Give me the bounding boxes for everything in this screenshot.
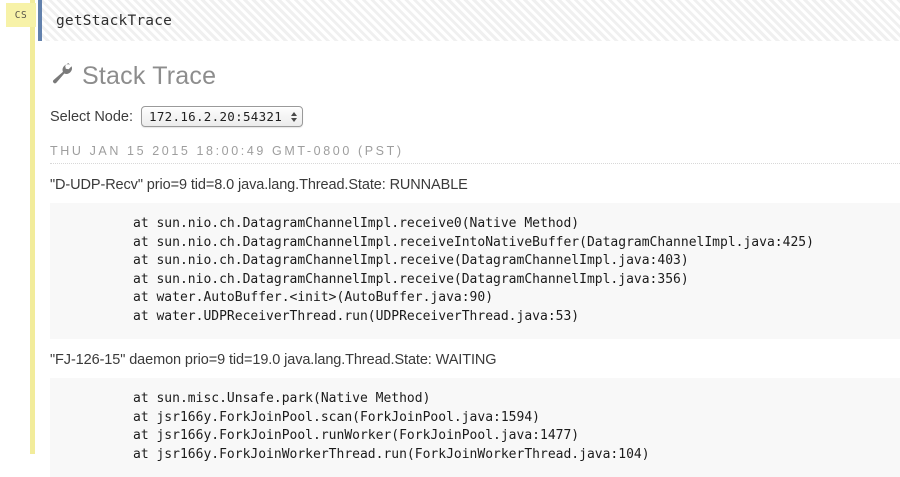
- cell-input-row[interactable]: getStackTrace: [38, 0, 900, 41]
- stack-frame-line: at water.AutoBuffer.<init>(AutoBuffer.ja…: [133, 290, 494, 305]
- select-node-row: Select Node: 172.16.2.20:54321: [50, 106, 900, 127]
- page-title-text: Stack Trace: [82, 62, 217, 90]
- thread-header: "D-UDP-Recv" prio=9 tid=8.0 java.lang.Th…: [50, 177, 468, 193]
- stack-frame-line: at sun.nio.ch.DatagramChannelImpl.receiv…: [133, 234, 814, 250]
- stepper-arrows-icon[interactable]: [291, 111, 298, 122]
- cell-type-badge: CS: [6, 3, 36, 27]
- thread-list: "D-UDP-Recv" prio=9 tid=8.0 java.lang.Th…: [50, 177, 900, 477]
- stack-frame-line: at jsr166y.ForkJoinWorkerThread.run(Fork…: [133, 446, 650, 462]
- stack-frame-line: at water.UDPReceiverThread.run(UDPReceiv…: [133, 308, 580, 324]
- stack-frame-line: at sun.nio.ch.DatagramChannelImpl.receiv…: [133, 253, 689, 268]
- stack-frame-line: at sun.misc.Unsafe.park(Native Method): [133, 391, 431, 406]
- node-select[interactable]: 172.16.2.20:54321: [141, 106, 304, 127]
- stack-frame-line: at sun.nio.ch.DatagramChannelImpl.receiv…: [133, 271, 689, 287]
- select-node-label: Select Node:: [50, 108, 134, 125]
- stack-frame-line: at jsr166y.ForkJoinPool.runWorker(ForkJo…: [133, 428, 580, 443]
- stack-frame-line: at jsr166y.ForkJoinPool.scan(ForkJoinPoo…: [133, 409, 540, 425]
- stack-frame-line: at sun.nio.ch.DatagramChannelImpl.receiv…: [133, 216, 580, 231]
- node-select-value: 172.16.2.20:54321: [149, 108, 283, 124]
- stack-frame-block: at sun.misc.Unsafe.park(Native Method) at…: [50, 378, 900, 477]
- page-title: Stack Trace: [50, 41, 900, 92]
- stack-frame-block: at sun.nio.ch.DatagramChannelImpl.receiv…: [50, 203, 900, 339]
- cell-type-badge-label: CS: [14, 9, 28, 21]
- chevron-down-icon: [291, 117, 298, 122]
- thread-header: "FJ-126-15" daemon prio=9 tid=19.0 java.…: [50, 352, 497, 368]
- cell-output-area: Stack Trace Select Node: 172.16.2.20:543…: [35, 41, 900, 477]
- cell-input-code[interactable]: getStackTrace: [56, 12, 173, 29]
- chevron-up-icon: [291, 111, 298, 116]
- stack-trace-timestamp: THU JAN 15 2015 18:00:49 GMT-0800 (PST): [50, 144, 900, 164]
- wrench-icon: [50, 61, 74, 92]
- cell-selection-rail: [30, 0, 35, 454]
